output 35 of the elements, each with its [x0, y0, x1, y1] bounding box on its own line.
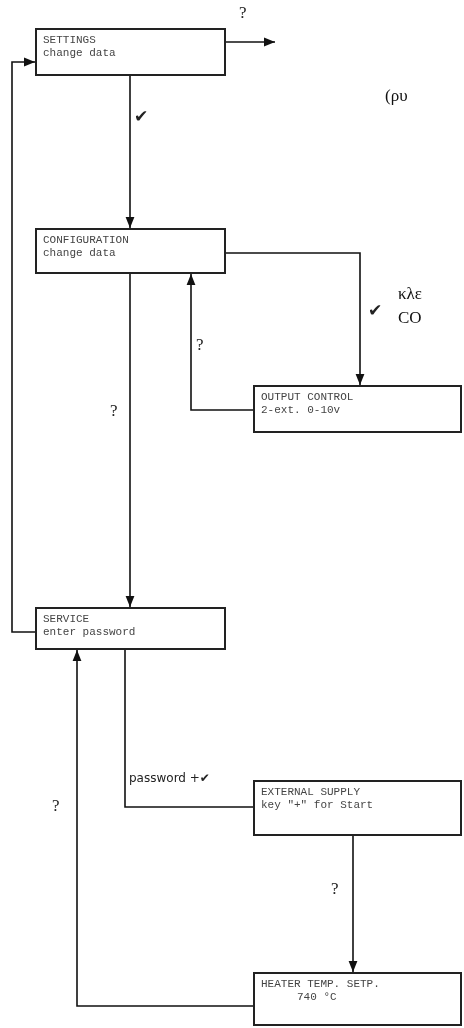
edge-label: password +✔ [129, 772, 210, 784]
display-text: enter password [43, 626, 137, 639]
edge-label: ? [52, 797, 60, 814]
arrow [125, 75, 135, 229]
arrow [11, 57, 36, 633]
display-box [253, 385, 462, 433]
display-box [253, 780, 462, 836]
display-text: change data [43, 247, 117, 260]
display-text: EXTERNAL SUPPLY [261, 786, 362, 799]
note-text: (ρυ [385, 86, 408, 106]
display-text: SERVICE [43, 613, 91, 626]
arrow [225, 37, 276, 47]
arrow [72, 649, 254, 1007]
display-box [253, 972, 462, 1026]
edge-label: ? [331, 880, 339, 897]
display-text: HEATER TEMP. SETP. [261, 978, 381, 991]
note-text: κλε [398, 284, 422, 304]
edge-label: ? [110, 402, 118, 419]
arrow [125, 273, 135, 608]
display-box [35, 228, 226, 274]
edge-label: ? [239, 4, 247, 21]
display-text: change data [43, 47, 117, 60]
arrow [225, 252, 365, 386]
arrow [348, 835, 358, 973]
display-text: 740 °C [296, 991, 338, 1004]
display-text: 2-ext. 0-10v [261, 404, 342, 417]
display-text: key "+" for Start [261, 799, 375, 812]
edge-label: ? [196, 336, 204, 353]
note-text: CO [398, 308, 422, 328]
arrow [186, 273, 254, 411]
display-text: OUTPUT CONTROL [261, 391, 355, 404]
display-text: SETTINGS [43, 34, 97, 47]
display-box [35, 28, 226, 76]
display-box [35, 607, 226, 650]
display-text: CONFIGURATION [43, 234, 130, 247]
